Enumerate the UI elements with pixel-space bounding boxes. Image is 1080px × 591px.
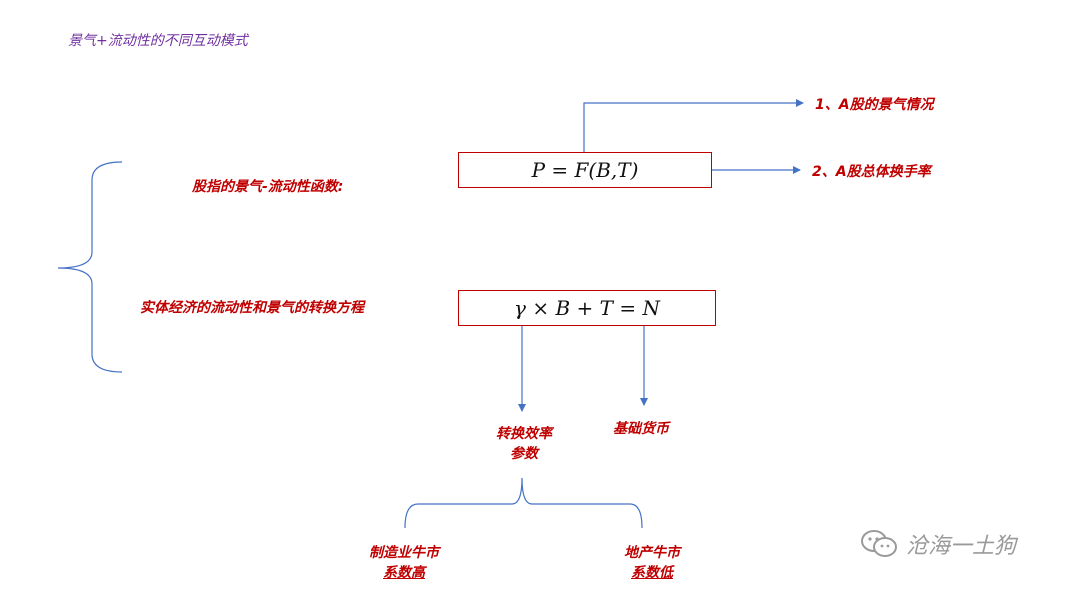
watermark-text: 沧海一土狗	[906, 534, 1017, 559]
param-label-line-1: 转换效率	[496, 426, 552, 442]
right-label-prosperity: 1、A股的景气情况	[815, 97, 934, 113]
formula-1-text: P = F(B,T)	[531, 158, 639, 182]
manufacturing-line-1: 制造业牛市	[369, 545, 439, 561]
realestate-label: 地产牛市 系数低	[612, 543, 692, 583]
realestate-line-2: 系数低	[631, 565, 673, 581]
param-label: 转换效率 参数	[486, 424, 562, 464]
param-label-line-2: 参数	[510, 446, 538, 462]
formula-box-2: γ × B + T = N	[458, 290, 716, 326]
realestate-line-1: 地产牛市	[624, 545, 680, 561]
watermark: 沧海一土狗	[860, 528, 1016, 560]
arrow-to-label-1	[583, 99, 804, 152]
manufacturing-line-2: 系数高	[383, 565, 425, 581]
left-brace	[57, 161, 123, 373]
formula-2-text: γ × B + T = N	[514, 296, 660, 320]
right-label-turnover: 2、A股总体换手率	[812, 164, 931, 180]
wechat-icon	[861, 530, 897, 557]
left-label-stock-function: 股指的景气-流动性函数:	[192, 179, 344, 195]
money-label: 基础货币	[613, 421, 669, 437]
bottom-brace	[404, 477, 643, 529]
left-label-conversion-equation: 实体经济的流动性和景气的转换方程	[140, 300, 364, 316]
diagram-title: 景气+流动性的不同互动模式	[68, 33, 248, 49]
formula-box-1: P = F(B,T)	[458, 152, 712, 188]
manufacturing-label: 制造业牛市 系数高	[356, 543, 452, 583]
